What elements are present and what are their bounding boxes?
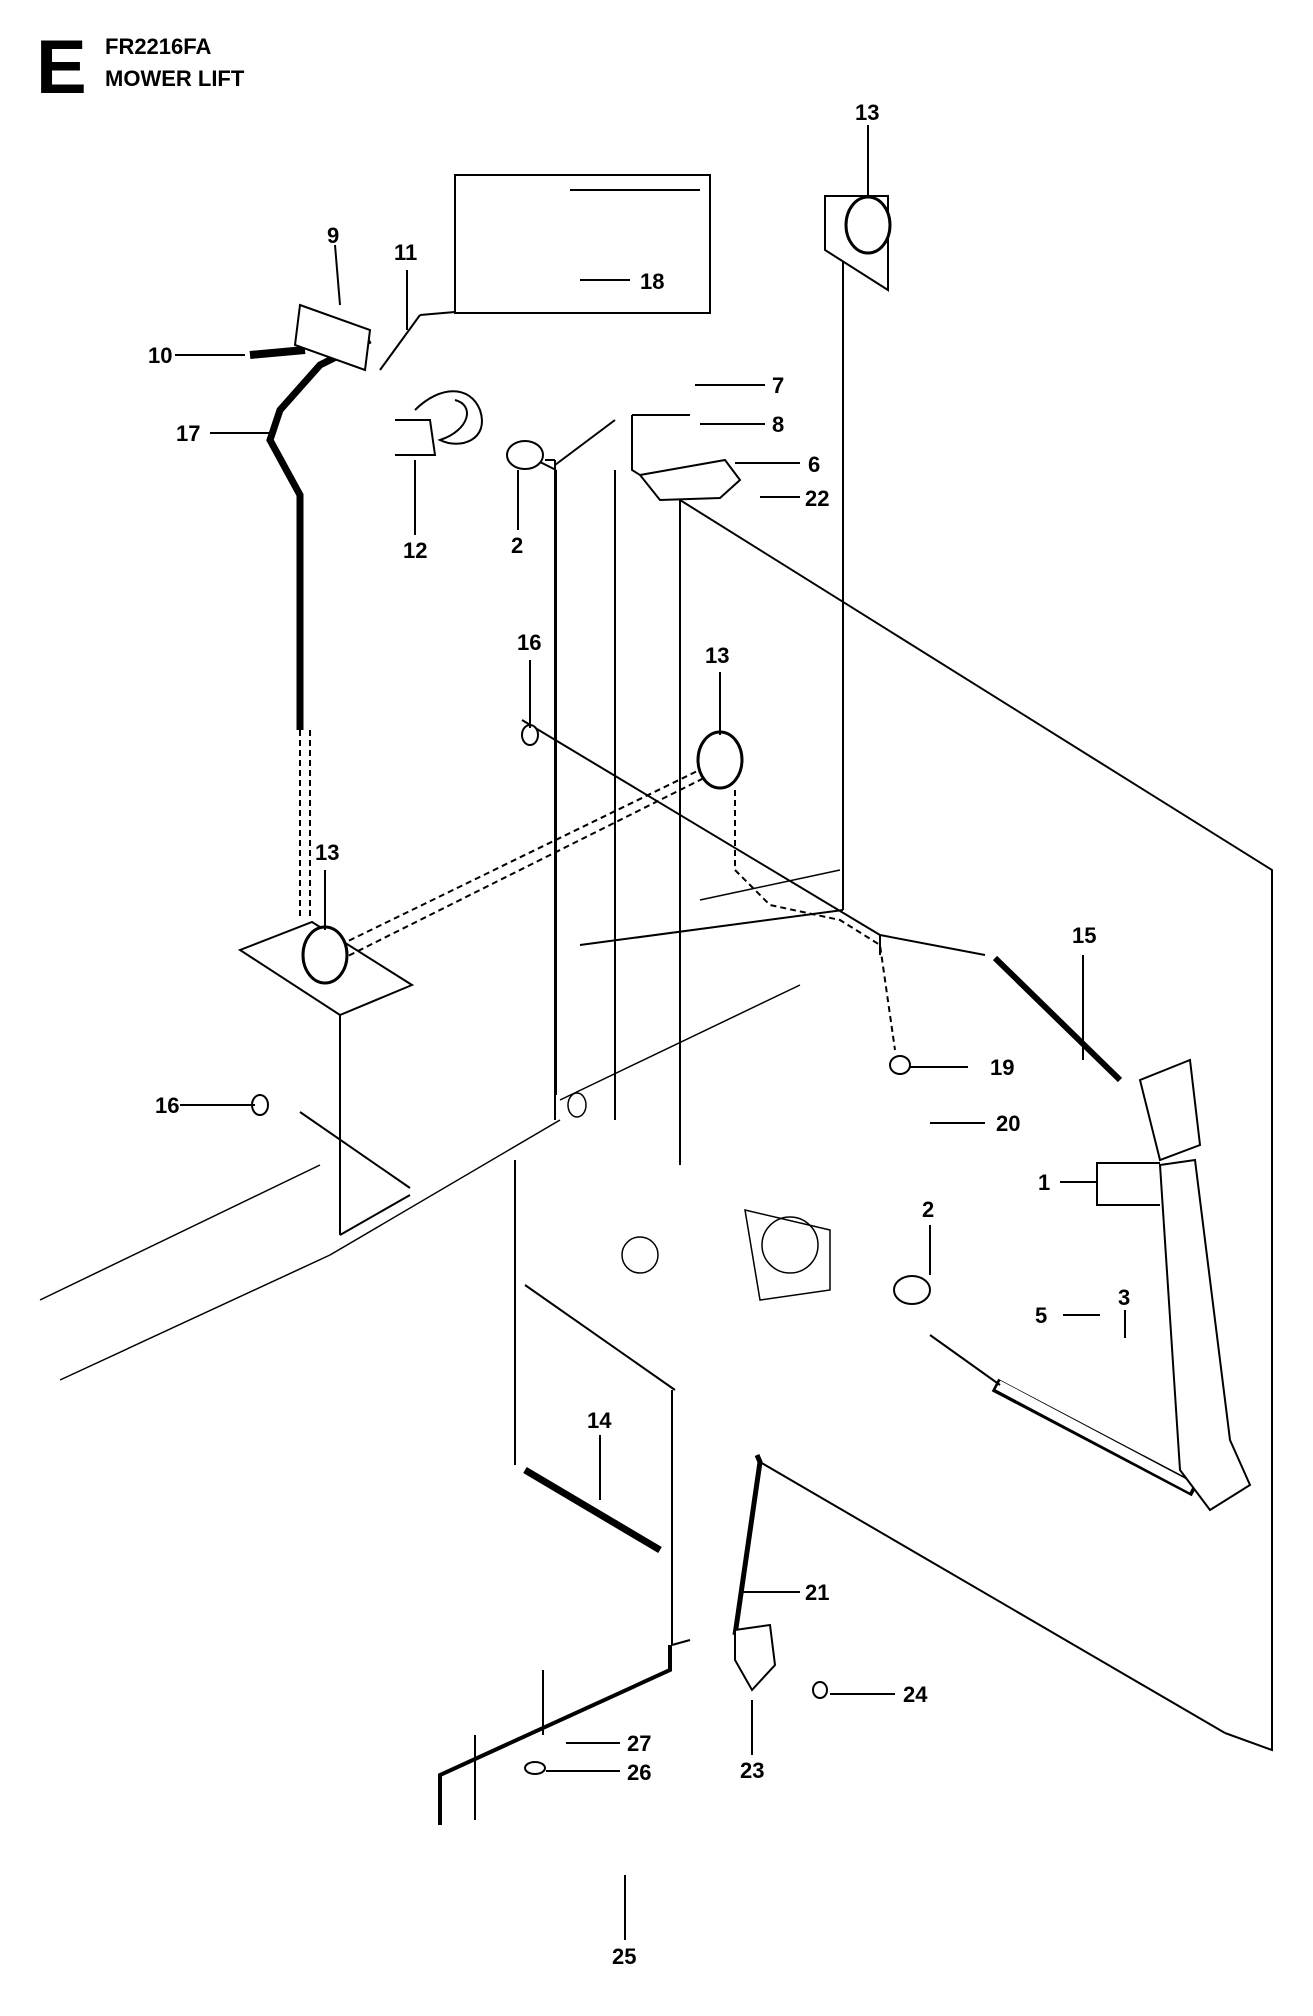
lever-shaft-highlight: [995, 1380, 1195, 1493]
washer-16-lead: [299, 1111, 411, 1189]
callout-13-lower: 13: [315, 840, 339, 865]
lower-diagonal: [524, 1284, 676, 1391]
rod-drop-foot: [671, 1639, 691, 1646]
link-rod-21: [732, 1454, 763, 1636]
bushing-2-right: [893, 1275, 931, 1305]
link-rod-21-lead: [759, 1461, 1226, 1734]
pulley-guide-cross: [579, 909, 844, 946]
guide-line-left-foot: [339, 1194, 411, 1236]
chassis-fragments: [39, 869, 841, 1381]
spring-12: [414, 390, 483, 445]
spring-12-leg: [395, 419, 437, 456]
lift-handle-grip: [1138, 1058, 1202, 1162]
washer-26: [524, 1761, 546, 1775]
model-number: FR2216FA: [105, 34, 212, 59]
cable-right-run: [734, 790, 896, 1051]
callout-25: 25: [612, 1944, 636, 1969]
leader-1b: [1096, 1182, 1160, 1206]
callout-26: 26: [627, 1760, 651, 1785]
leader-1a: [1060, 1162, 1160, 1183]
callout-8: 8: [772, 412, 784, 437]
callout-17: 17: [176, 421, 200, 446]
callout-15: 15: [1072, 923, 1096, 948]
callout-24: 24: [903, 1682, 928, 1707]
cable-17: [266, 336, 372, 730]
callout-21: 21: [805, 1580, 829, 1605]
diagram-title: MOWER LIFT: [105, 66, 245, 91]
callout-5: 5: [1035, 1303, 1047, 1328]
callout-1: 1: [1038, 1170, 1050, 1195]
callout-11: 11: [394, 240, 417, 265]
callout-3: 3: [1118, 1285, 1130, 1310]
callout-16-upper: 16: [517, 630, 541, 655]
lift-shaft-line: [521, 719, 881, 936]
pin-15-lead: [879, 934, 986, 956]
callout-13-top: 13: [855, 100, 879, 125]
leader-9: [334, 244, 341, 306]
callout-labels: 1 2 2 3 5 6 7 8 9 10 11 12 13 13 13 14 1…: [148, 100, 1130, 1969]
pivot-bracket-23: [734, 1623, 777, 1692]
callout-2-top: 2: [511, 533, 523, 558]
chassis-frag-5: [559, 984, 801, 1101]
callout-9: 9: [327, 223, 339, 248]
pin-15-rod: [992, 955, 1123, 1083]
clip-24: [812, 1681, 828, 1699]
section-letter: E: [36, 25, 87, 110]
chassis-frag-2: [59, 1254, 331, 1381]
bracket-6: [638, 458, 742, 502]
nut-19: [889, 1055, 911, 1075]
callout-14: 14: [587, 1408, 612, 1433]
callout-13-middle: 13: [705, 643, 729, 668]
chassis-frag-4: [699, 869, 841, 901]
chassis-bracket-plate: [744, 1209, 831, 1301]
bolt-10: [249, 346, 306, 359]
callout-2-right: 2: [922, 1197, 934, 1222]
guide-line-top-join: [554, 419, 616, 466]
chassis-hole-2: [761, 1216, 819, 1274]
callout-19: 19: [990, 1055, 1014, 1080]
chassis-frag-3: [329, 1119, 561, 1256]
callout-10: 10: [148, 343, 172, 368]
callout-22: 22: [805, 486, 829, 511]
lever-shaft-lead: [929, 1334, 1001, 1386]
detail-inset-box: [454, 174, 711, 314]
assembly-lines: [175, 125, 1273, 1940]
pulley-13-middle: [696, 730, 744, 790]
frame-outline-right: [631, 415, 1273, 1752]
callout-23: 23: [740, 1758, 764, 1783]
callout-7: 7: [772, 373, 784, 398]
callout-12: 12: [403, 538, 427, 563]
lift-handle-arm: [1158, 1158, 1252, 1512]
bushing-2-top: [506, 440, 544, 470]
pulley-13-lower: [301, 925, 349, 985]
callout-20: 20: [996, 1111, 1020, 1136]
detail-callout-lead: [419, 311, 456, 316]
callout-27: 27: [627, 1731, 651, 1756]
chassis-hole-1: [621, 1236, 659, 1274]
chassis-hole-3: [567, 1092, 587, 1118]
detail-callout-lead-b: [379, 314, 421, 371]
bracket-9: [293, 303, 372, 372]
rod-25: [438, 1645, 672, 1825]
callout-6: 6: [808, 452, 820, 477]
cable-crossover-b: [339, 769, 721, 961]
pulley-13-top: [844, 195, 892, 255]
callout-16-lower: 16: [155, 1093, 179, 1118]
callout-18: 18: [640, 269, 664, 294]
pin-14-rod: [523, 1466, 662, 1554]
cable-crossover-a: [339, 759, 721, 946]
chassis-frag-1: [39, 1164, 321, 1301]
